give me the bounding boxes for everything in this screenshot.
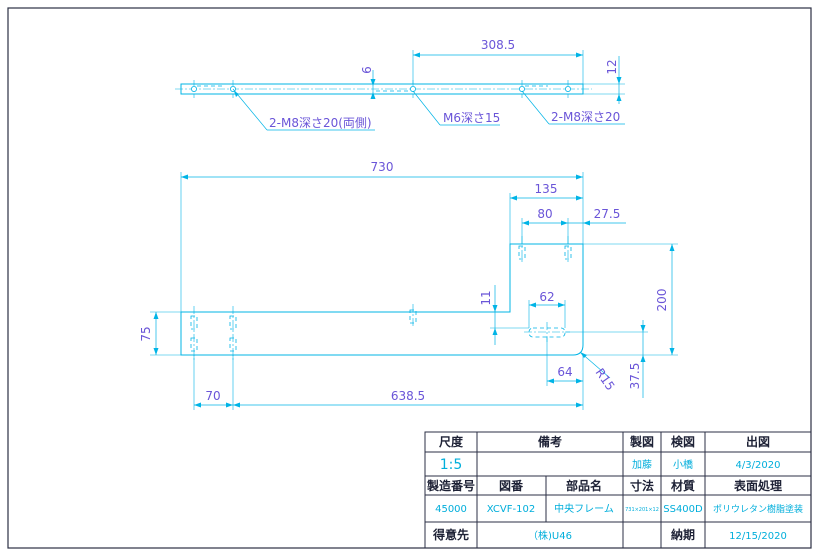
dim-730-label: 730 xyxy=(371,160,394,174)
sheet-border xyxy=(7,7,812,549)
dim-75-label: 75 xyxy=(139,326,153,341)
dim-11-label: 11 xyxy=(479,290,493,305)
header-checked: 検図 xyxy=(671,434,695,449)
dim-638-5-label: 638.5 xyxy=(391,389,425,403)
value-surface: ポリウレタン樹脂塗装 xyxy=(713,503,803,515)
dim-638-5: 638.5 xyxy=(233,355,584,410)
front-view-outline xyxy=(180,243,584,356)
value-drawing-no: XCVF-102 xyxy=(487,504,535,515)
header-issued: 出図 xyxy=(746,434,770,449)
value-drawn: 加藤 xyxy=(632,459,652,471)
dim-75: 75 xyxy=(139,311,181,356)
dim-11: 11 xyxy=(479,285,529,345)
dim-200-label: 200 xyxy=(655,289,669,312)
leader-right: 2-M8深さ20 xyxy=(521,90,625,125)
leader-left: 2-M8深さ20(両側) xyxy=(232,88,375,131)
dim-730: 730 xyxy=(180,160,584,312)
note-center: M6深さ15 xyxy=(443,111,500,125)
dim-6: 6 xyxy=(360,66,376,99)
leader-center: M6深さ15 xyxy=(412,90,500,126)
note-left: 2-M8深さ20(両側) xyxy=(269,116,372,130)
dim-308-5-label: 308.5 xyxy=(481,38,515,52)
dim-135: 135 xyxy=(509,182,583,244)
dim-70: 70 xyxy=(193,355,234,410)
header-remarks: 備考 xyxy=(538,434,562,449)
header-serial-no: 製造番号 xyxy=(426,478,475,493)
header-delivery: 納期 xyxy=(671,527,695,542)
dim-r15-label: R15 xyxy=(593,366,618,393)
value-delivery: 12/15/2020 xyxy=(729,531,787,542)
value-material: SS400D xyxy=(663,504,703,515)
note-right: 2-M8深さ20 xyxy=(551,110,620,124)
top-view-holes xyxy=(190,80,572,98)
dim-r15: R15 xyxy=(579,351,618,393)
top-view: 308.5 6 12 2-M8深さ20(両側) M6深さ1 xyxy=(175,38,625,131)
value-serial-no: 45000 xyxy=(435,504,467,515)
value-issued: 4/3/2020 xyxy=(736,460,781,471)
dim-62-label: 62 xyxy=(539,290,554,304)
dim-64-label: 64 xyxy=(557,365,572,379)
header-dimensions: 寸法 xyxy=(630,478,654,493)
header-drawing-no: 図番 xyxy=(499,478,524,493)
dim-62: 62 xyxy=(528,290,566,328)
value-scale: 1:5 xyxy=(440,457,463,473)
dim-135-label: 135 xyxy=(535,182,558,196)
dim-70-label: 70 xyxy=(205,389,220,403)
dim-64: 64 xyxy=(546,337,583,386)
value-dimensions: 731×201×12 xyxy=(625,507,659,513)
dim-6-label: 6 xyxy=(360,66,374,74)
value-part-name: 中央フレーム xyxy=(554,502,614,515)
dim-308-5: 308.5 xyxy=(412,38,584,84)
dim-37-5: 37.5 xyxy=(565,320,648,398)
dim-80: 80 xyxy=(521,207,569,244)
dim-12: 12 xyxy=(583,56,625,104)
value-customer: （株)U46 xyxy=(528,529,572,542)
header-part-name: 部品名 xyxy=(566,478,602,493)
front-view-holes xyxy=(190,236,572,360)
front-view: 730 135 80 27.5 xyxy=(139,160,678,410)
dim-80-label: 80 xyxy=(537,207,552,221)
dim-12-label: 12 xyxy=(605,59,619,74)
header-customer: 得意先 xyxy=(432,527,469,542)
dim-27-5-label: 27.5 xyxy=(594,207,621,221)
dim-37-5-label: 37.5 xyxy=(628,363,642,390)
dim-27-5: 27.5 xyxy=(568,207,626,226)
header-drawn: 製図 xyxy=(629,434,654,449)
header-surface: 表面処理 xyxy=(733,478,782,493)
header-scale: 尺度 xyxy=(439,434,464,449)
value-checked: 小橋 xyxy=(673,458,693,471)
title-block: 尺度 備考 製図 検図 出図 1:5 加藤 小橋 4/3/2020 製造番号 図… xyxy=(424,431,812,549)
dim-200: 200 xyxy=(583,243,678,356)
header-material: 材質 xyxy=(670,478,695,493)
